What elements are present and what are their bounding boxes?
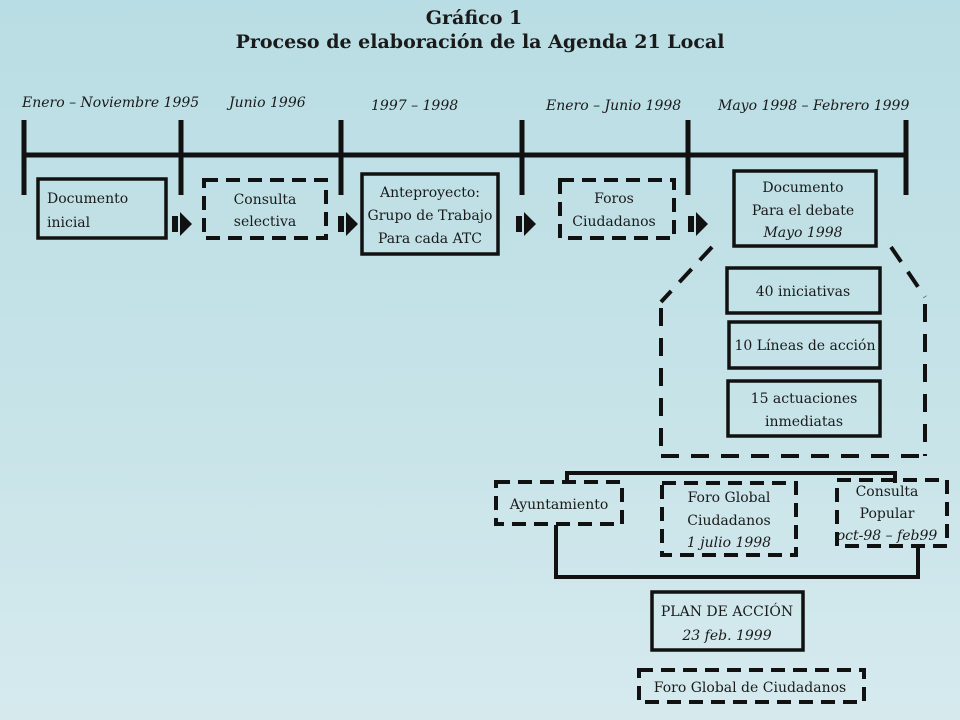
stage-foros-ciudadanos: Foros Ciudadanos [558,178,676,240]
review-consulta-popular: Consulta Popular oct-98 – feb99 [835,478,949,548]
review-ayuntamiento: Ayuntamiento [494,480,624,526]
title-line-2: Proceso de elaboración de la Agenda 21 L… [236,31,725,53]
timeline-axis [21,120,909,195]
arrow-right-icon [516,212,536,236]
date-label-4: Enero – Junio 1998 [545,98,681,114]
arrow-right-icon [338,212,358,236]
diagram-title: Gráfico 1 Proceso de elaboración de la A… [236,7,725,53]
date-label-2: Junio 1996 [226,95,306,111]
lineas-label: 10 Líneas de acción [735,338,876,354]
documento-debate-line-3: Mayo 1998 [762,225,842,241]
actuaciones-line-1: 15 actuaciones [751,391,858,407]
consulta-selectiva-line-1: Consulta [234,192,297,208]
contents-actuaciones: 15 actuaciones inmediatas [726,379,882,438]
arrow-right-icon [172,212,192,236]
date-label-5: Mayo 1998 – Febrero 1999 [717,98,909,114]
date-label-3: 1997 – 1998 [371,98,458,114]
final-foro-global: Foro Global de Ciudadanos [637,668,866,704]
documento-inicial-line-2: inicial [47,215,91,231]
stage-anteproyecto: Anteproyecto: Grupo de Trabajo Para cada… [360,172,500,256]
timeline-dates: Enero – Noviembre 1995 Junio 1996 1997 –… [21,95,909,114]
final-foro-label: Foro Global de Ciudadanos [654,680,846,696]
review-foro-global: Foro Global Ciudadanos 1 julio 1998 [660,481,798,557]
documento-debate-line-1: Documento [762,180,843,196]
plan-de-accion: PLAN DE ACCIÓN 23 feb. 1999 [650,590,805,652]
foro-global-line-2: Ciudadanos [687,513,770,529]
contents-iniciativas: 40 iniciativas [725,266,882,315]
date-label-1: Enero – Noviembre 1995 [21,95,199,111]
foros-ciudadanos-line-2: Ciudadanos [572,214,655,230]
consulta-popular-line-2: Popular [860,506,915,522]
documento-inicial-line-1: Documento [47,191,128,207]
foros-ciudadanos-line-1: Foros [594,191,634,207]
anteproyecto-line-3: Para cada ATC [378,231,482,247]
title-line-1: Gráfico 1 [426,7,522,29]
documento-debate-line-2: Para el debate [752,203,854,219]
anteproyecto-line-2: Grupo de Trabajo [368,208,493,224]
plan-title: PLAN DE ACCIÓN [661,602,793,620]
foro-global-line-3: 1 julio 1998 [687,535,771,551]
actuaciones-line-2: inmediatas [765,414,843,430]
stage-documento-inicial: Documento inicial [36,177,168,240]
arrow-right-icon [688,212,708,236]
document-contents-outline [659,245,927,458]
ayuntamiento-label: Ayuntamiento [509,497,609,513]
iniciativas-label: 40 iniciativas [756,284,850,300]
contents-lineas-accion: 10 Líneas de acción [727,320,882,370]
stage-documento-debate: Documento Para el debate Mayo 1998 [732,169,878,248]
plan-date: 23 feb. 1999 [681,628,771,644]
anteproyecto-line-1: Anteproyecto: [379,185,480,201]
consulta-selectiva-line-2: selectiva [234,214,296,230]
stage-consulta-selectiva: Consulta selectiva [202,178,328,240]
consulta-popular-line-1: Consulta [856,484,919,500]
foro-global-line-1: Foro Global [688,490,771,506]
consulta-popular-line-3: oct-98 – feb99 [837,528,938,544]
